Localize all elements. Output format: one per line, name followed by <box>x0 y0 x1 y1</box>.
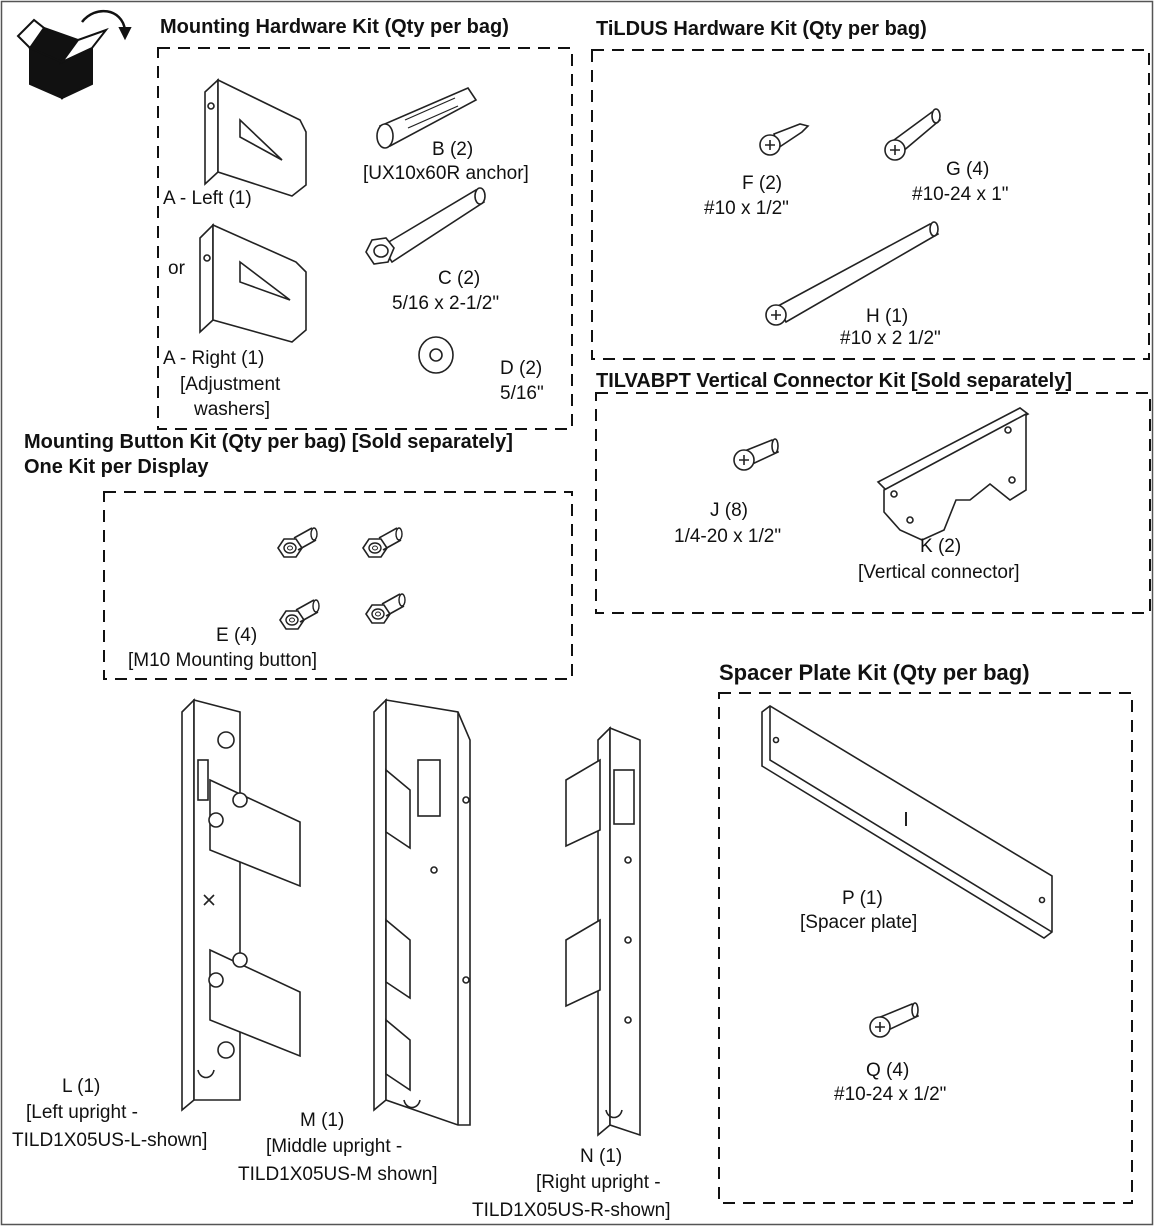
upright-n-drawing <box>565 726 641 1137</box>
part-c-label: C (2) <box>438 268 481 289</box>
vertical-connector-box <box>595 392 1151 614</box>
tildus-hardware-title: TiLDUS Hardware Kit (Qty per bag) <box>596 18 927 40</box>
tildus-hardware-box <box>591 49 1150 360</box>
part-a-right-label: A - Right (1) <box>163 348 265 369</box>
box-icon <box>16 9 132 100</box>
part-n-desc2: TILD1X05US-R-shown] <box>472 1200 671 1221</box>
part-g-desc: #10-24 x 1" <box>912 184 1009 205</box>
part-c-desc: 5/16 x 2-1/2" <box>392 293 500 314</box>
part-h-label: H (1) <box>866 306 909 327</box>
washer-d-drawing <box>418 336 454 374</box>
part-m-desc1: [Middle upright - <box>266 1136 403 1157</box>
part-b-desc: [UX10x60R anchor] <box>363 163 529 184</box>
bracket-a-left-drawing <box>204 78 307 197</box>
part-m-label: M (1) <box>300 1110 345 1131</box>
mounting-button-subtitle: One Kit per Display <box>24 456 209 478</box>
part-l-desc2: TILD1X05US-L-shown] <box>12 1130 208 1151</box>
part-f-desc: #10 x 1/2" <box>704 198 789 219</box>
part-b-label: B (2) <box>432 139 474 160</box>
screw-q-drawing <box>869 1002 920 1038</box>
screw-h-drawing <box>765 221 940 326</box>
vertical-connector-title: TILVABPT Vertical Connector Kit [Sold se… <box>596 370 1073 392</box>
part-l-desc1: [Left upright - <box>26 1102 138 1123</box>
screw-j-drawing <box>733 438 780 471</box>
mounting-hardware-box <box>157 47 573 430</box>
part-n-label: N (1) <box>580 1146 623 1167</box>
part-a-left-label: A - Left (1) <box>163 188 252 209</box>
mounting-button-title: Mounting Button Kit (Qty per bag) [Sold … <box>24 431 513 453</box>
part-k-label: K (2) <box>920 536 962 557</box>
screw-f-drawing <box>759 123 810 156</box>
part-h-desc: #10 x 2 1/2" <box>840 328 941 349</box>
part-a-right-note1: [Adjustment <box>180 374 281 395</box>
part-e-label: E (4) <box>216 625 258 646</box>
part-q-label: Q (4) <box>866 1060 910 1081</box>
part-j-label: J (8) <box>710 500 748 521</box>
bolt-c-drawing <box>365 187 486 265</box>
part-g-label: G (4) <box>946 159 990 180</box>
part-p-desc: [Spacer plate] <box>800 912 918 933</box>
spacer-plate-title: Spacer Plate Kit (Qty per bag) <box>719 660 1030 685</box>
part-d-label: D (2) <box>500 358 543 379</box>
upright-m-drawing <box>373 698 471 1126</box>
part-e-desc: [M10 Mounting button] <box>128 650 318 671</box>
part-p-label: P (1) <box>842 888 883 909</box>
bracket-a-right-drawing <box>199 223 307 343</box>
part-q-desc: #10-24 x 1/2" <box>834 1084 947 1105</box>
part-l-label: L (1) <box>62 1076 101 1097</box>
part-d-desc: 5/16" <box>500 383 544 404</box>
part-a-right-note2: washers] <box>194 399 271 420</box>
upright-l-drawing <box>181 698 301 1112</box>
part-f-label: F (2) <box>742 173 783 194</box>
mounting-hardware-title: Mounting Hardware Kit (Qty per bag) <box>160 16 509 38</box>
mounting-buttons-e-drawing <box>277 527 406 630</box>
anchor-b-drawing <box>376 87 478 149</box>
connector-k-drawing <box>876 407 1030 541</box>
part-j-desc: 1/4-20 x 1/2" <box>674 526 782 547</box>
spacer-plate-box <box>718 692 1133 1204</box>
part-k-desc: [Vertical connector] <box>858 562 1020 583</box>
spacer-plate-p-drawing <box>761 705 1053 939</box>
screw-g-drawing <box>884 108 942 161</box>
mounting-button-box <box>103 491 573 680</box>
or-label: or <box>168 258 185 279</box>
part-m-desc2: TILD1X05US-M shown] <box>238 1164 438 1185</box>
part-n-desc1: [Right upright - <box>536 1172 661 1193</box>
